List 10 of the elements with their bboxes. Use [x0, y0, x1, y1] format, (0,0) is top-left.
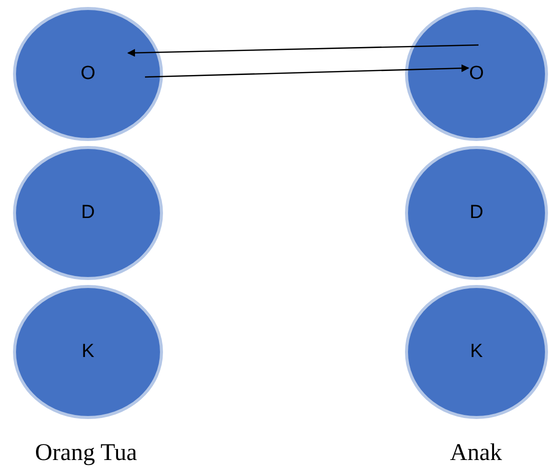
- column-label: Anak: [450, 440, 502, 467]
- arrow: [127, 44, 479, 57]
- node-letter: K: [470, 341, 483, 363]
- arrow: [144, 64, 470, 78]
- node-letter: K: [82, 341, 94, 363]
- node-letter: D: [470, 202, 484, 224]
- node-letter: O: [80, 63, 96, 85]
- node-letter: O: [469, 63, 484, 85]
- node-letter: D: [81, 202, 95, 224]
- column-label: Orang Tua: [35, 440, 138, 467]
